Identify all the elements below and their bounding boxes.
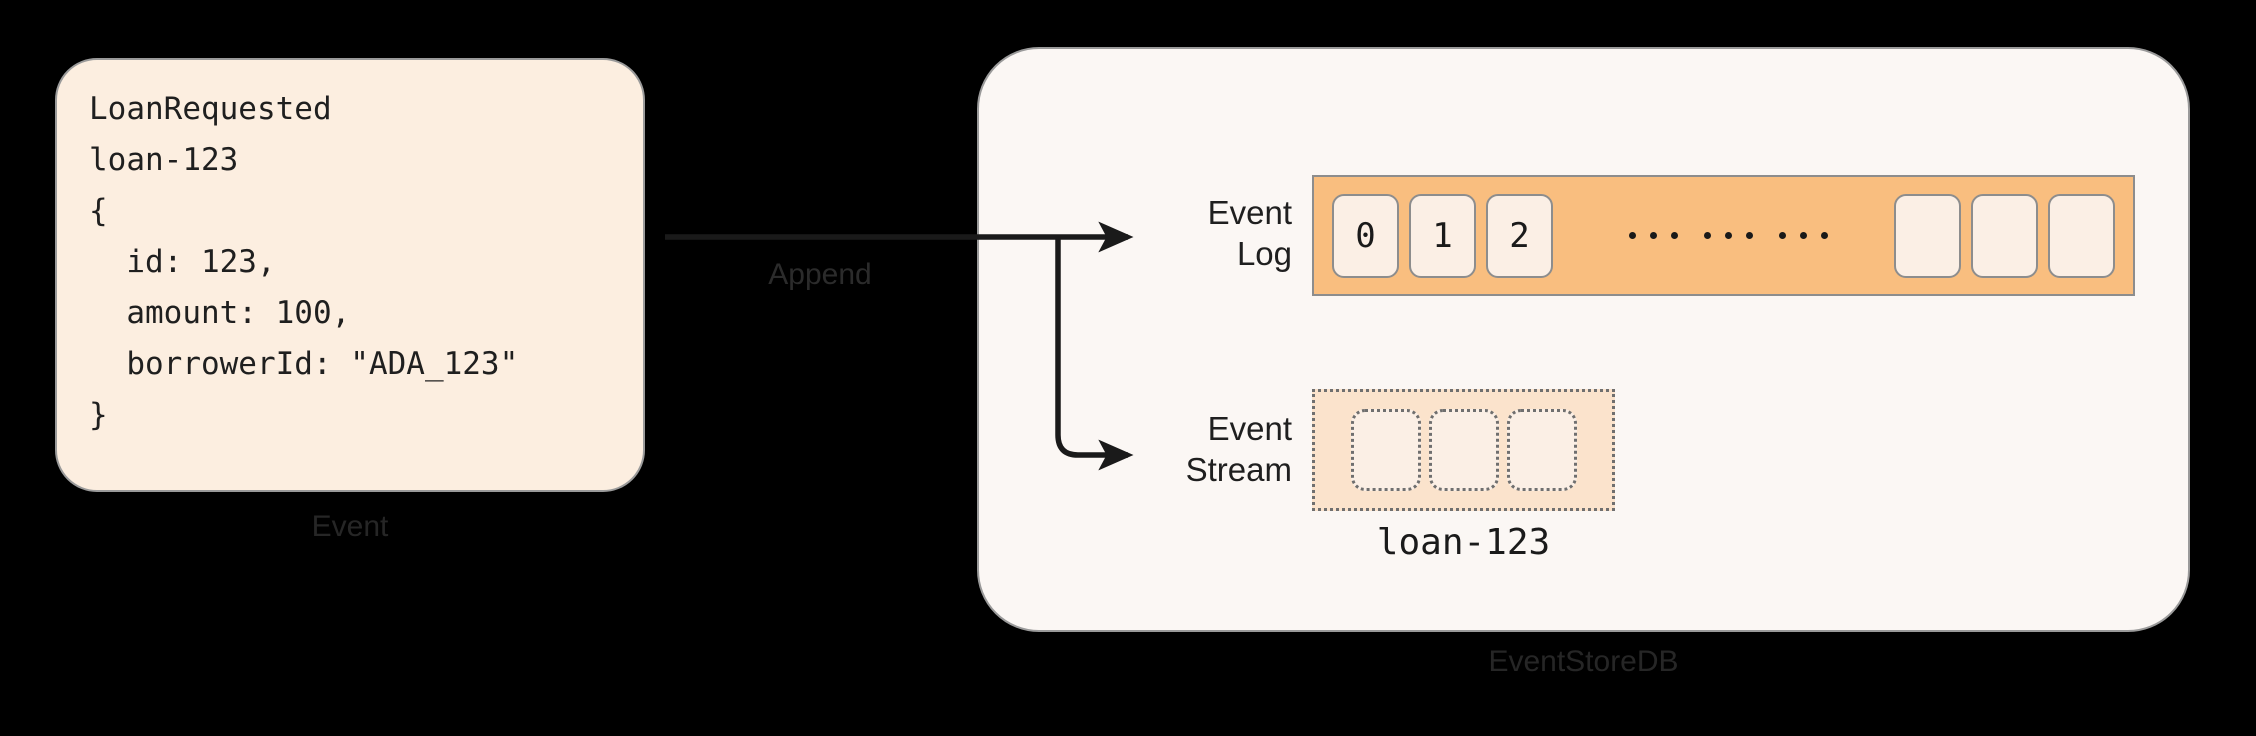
- dot-icon: [1800, 232, 1807, 239]
- event-payload-text: LoanRequested loan-123 { id: 123, amount…: [89, 91, 519, 433]
- dot-icon: [1746, 232, 1753, 239]
- eventstoredb-caption: EventStoreDB: [1488, 645, 1679, 678]
- event-log-cell-empty: [2048, 193, 2115, 278]
- eventstoredb-container: [977, 47, 2190, 632]
- dot-icon: [1821, 232, 1828, 239]
- event-log-label: Event Log: [1207, 194, 1292, 272]
- ellipsis-dots: [1571, 232, 1886, 239]
- dot-icon: [1671, 232, 1678, 239]
- dot-icon: [1779, 232, 1786, 239]
- dot-icon: [1650, 232, 1657, 239]
- dot-icon: [1704, 232, 1711, 239]
- event-log-band: 0 1 2: [1312, 175, 2135, 296]
- event-stream-cell: [1350, 409, 1421, 491]
- append-label: Append: [768, 258, 872, 291]
- dot-group: [1779, 232, 1828, 239]
- event-stream-box: [1312, 389, 1615, 511]
- event-stream-cell: [1428, 409, 1499, 491]
- event-log-cell: 0: [1332, 193, 1399, 278]
- event-stream-label: Event Stream: [1185, 410, 1292, 488]
- event-stream-cell: [1506, 409, 1577, 491]
- dot-group: [1629, 232, 1678, 239]
- event-log-cell: 2: [1486, 193, 1553, 278]
- event-card: LoanRequested loan-123 { id: 123, amount…: [55, 58, 645, 492]
- event-log-cell-empty: [1971, 193, 2038, 278]
- dot-icon: [1725, 232, 1732, 239]
- dot-icon: [1629, 232, 1636, 239]
- event-log-cell: 1: [1409, 193, 1476, 278]
- event-card-caption: Event: [311, 510, 389, 543]
- event-stream-name: loan-123: [1376, 522, 1551, 563]
- dot-group: [1704, 232, 1753, 239]
- event-log-cell-empty: [1894, 193, 1961, 278]
